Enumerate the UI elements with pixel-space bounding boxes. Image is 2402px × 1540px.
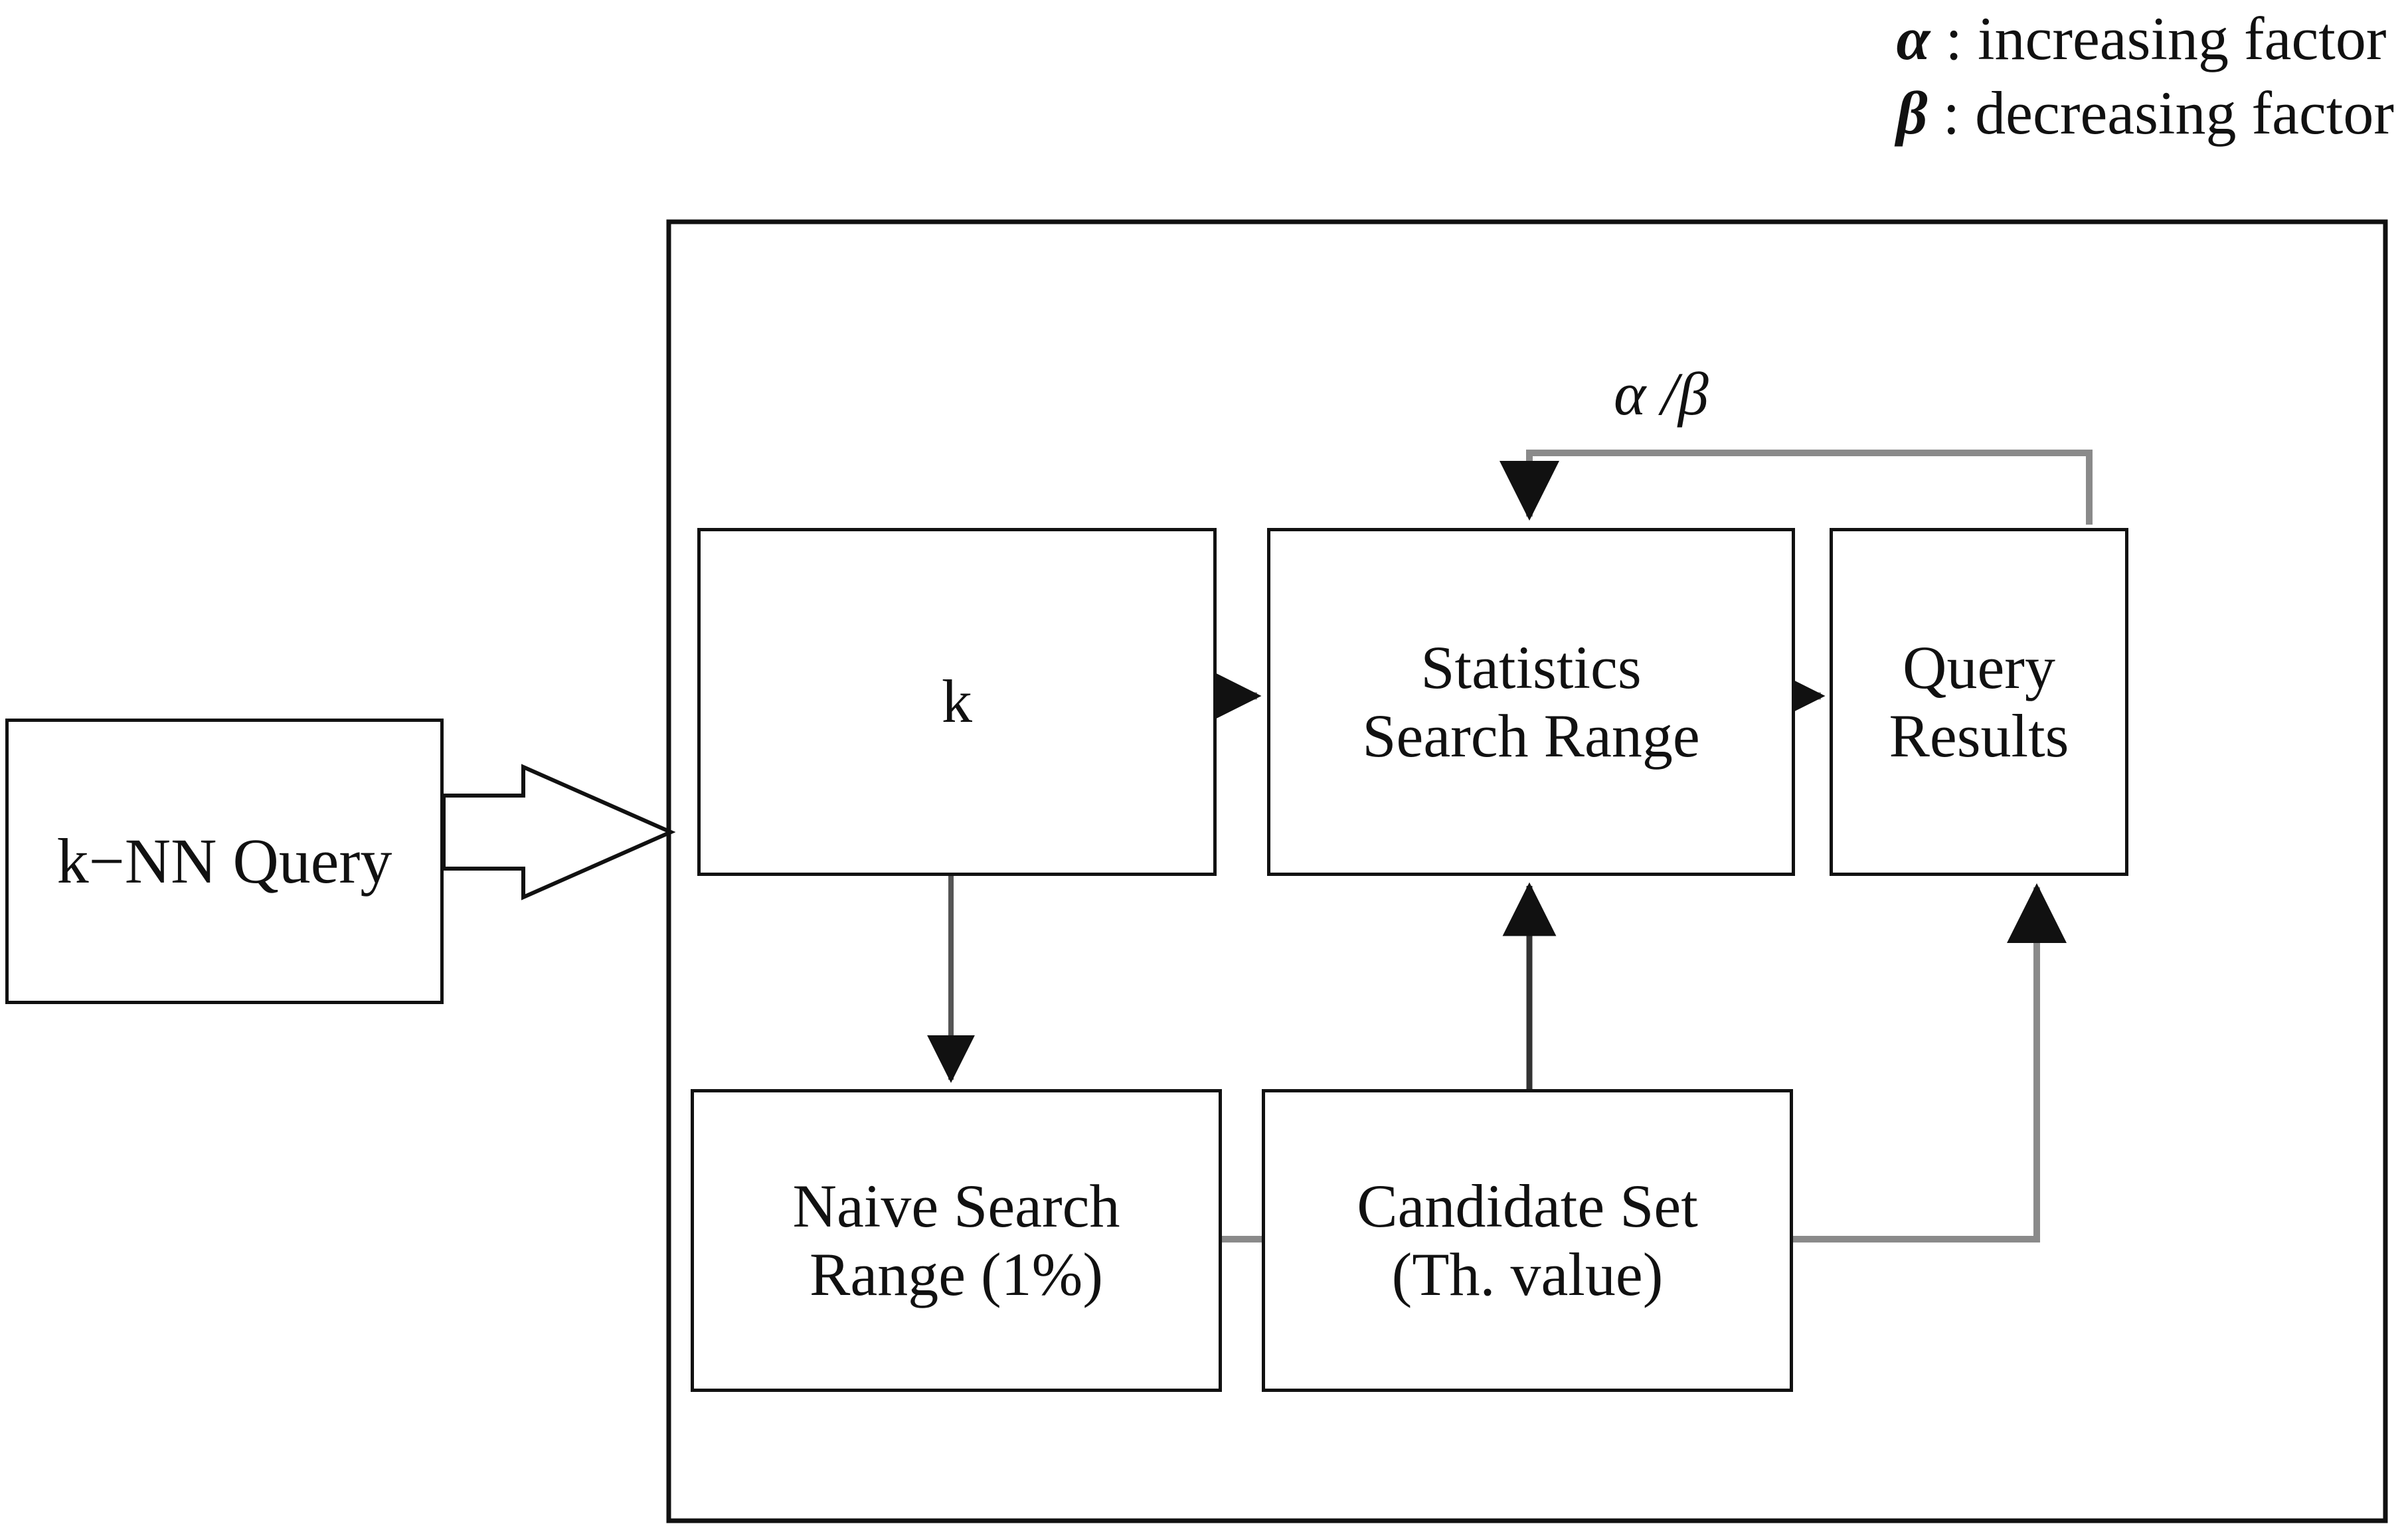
legend-alpha-text: increasing factor	[1962, 5, 2387, 72]
node-k[interactable]: k	[697, 528, 1217, 876]
legend-beta-symbol: β	[1896, 79, 1928, 147]
node-knn-query-label: k−NN Query	[56, 825, 392, 897]
connector-alpha-beta-feedback	[1500, 450, 2093, 525]
node-naive-search-range-label: Naive Search Range (1%)	[792, 1171, 1120, 1308]
node-naive-search-range[interactable]: Naive Search Range (1%)	[691, 1089, 1222, 1392]
alpha-beta-loop-label: α /β	[1614, 360, 1709, 428]
block-arrow-knn-to-pipeline	[442, 764, 676, 900]
node-statistics-search-range-label: Statistics Search Range	[1362, 633, 1700, 770]
node-query-results[interactable]: Query Results	[1830, 528, 2128, 876]
connector-candidate-to-query-results	[1793, 883, 2067, 1242]
legend: α : increasing factor β : decreasing fac…	[1896, 1, 2394, 150]
legend-alpha-separator: :	[1930, 5, 1962, 72]
legend-alpha-symbol: α	[1896, 5, 1930, 72]
node-candidate-set-label: Candidate Set (Th. value)	[1357, 1171, 1698, 1308]
legend-row-beta: β : decreasing factor	[1896, 76, 2394, 150]
node-statistics-search-range[interactable]: Statistics Search Range	[1267, 528, 1795, 876]
node-knn-query[interactable]: k−NN Query	[5, 719, 444, 1004]
node-k-label: k	[942, 667, 972, 736]
legend-beta-separator: :	[1927, 79, 1960, 147]
node-query-results-label: Query Results	[1889, 633, 2069, 770]
legend-beta-text: decreasing factor	[1960, 79, 2394, 147]
outer-container-box	[666, 219, 2388, 1523]
node-candidate-set[interactable]: Candidate Set (Th. value)	[1262, 1089, 1793, 1392]
legend-row-alpha: α : increasing factor	[1896, 1, 2394, 76]
